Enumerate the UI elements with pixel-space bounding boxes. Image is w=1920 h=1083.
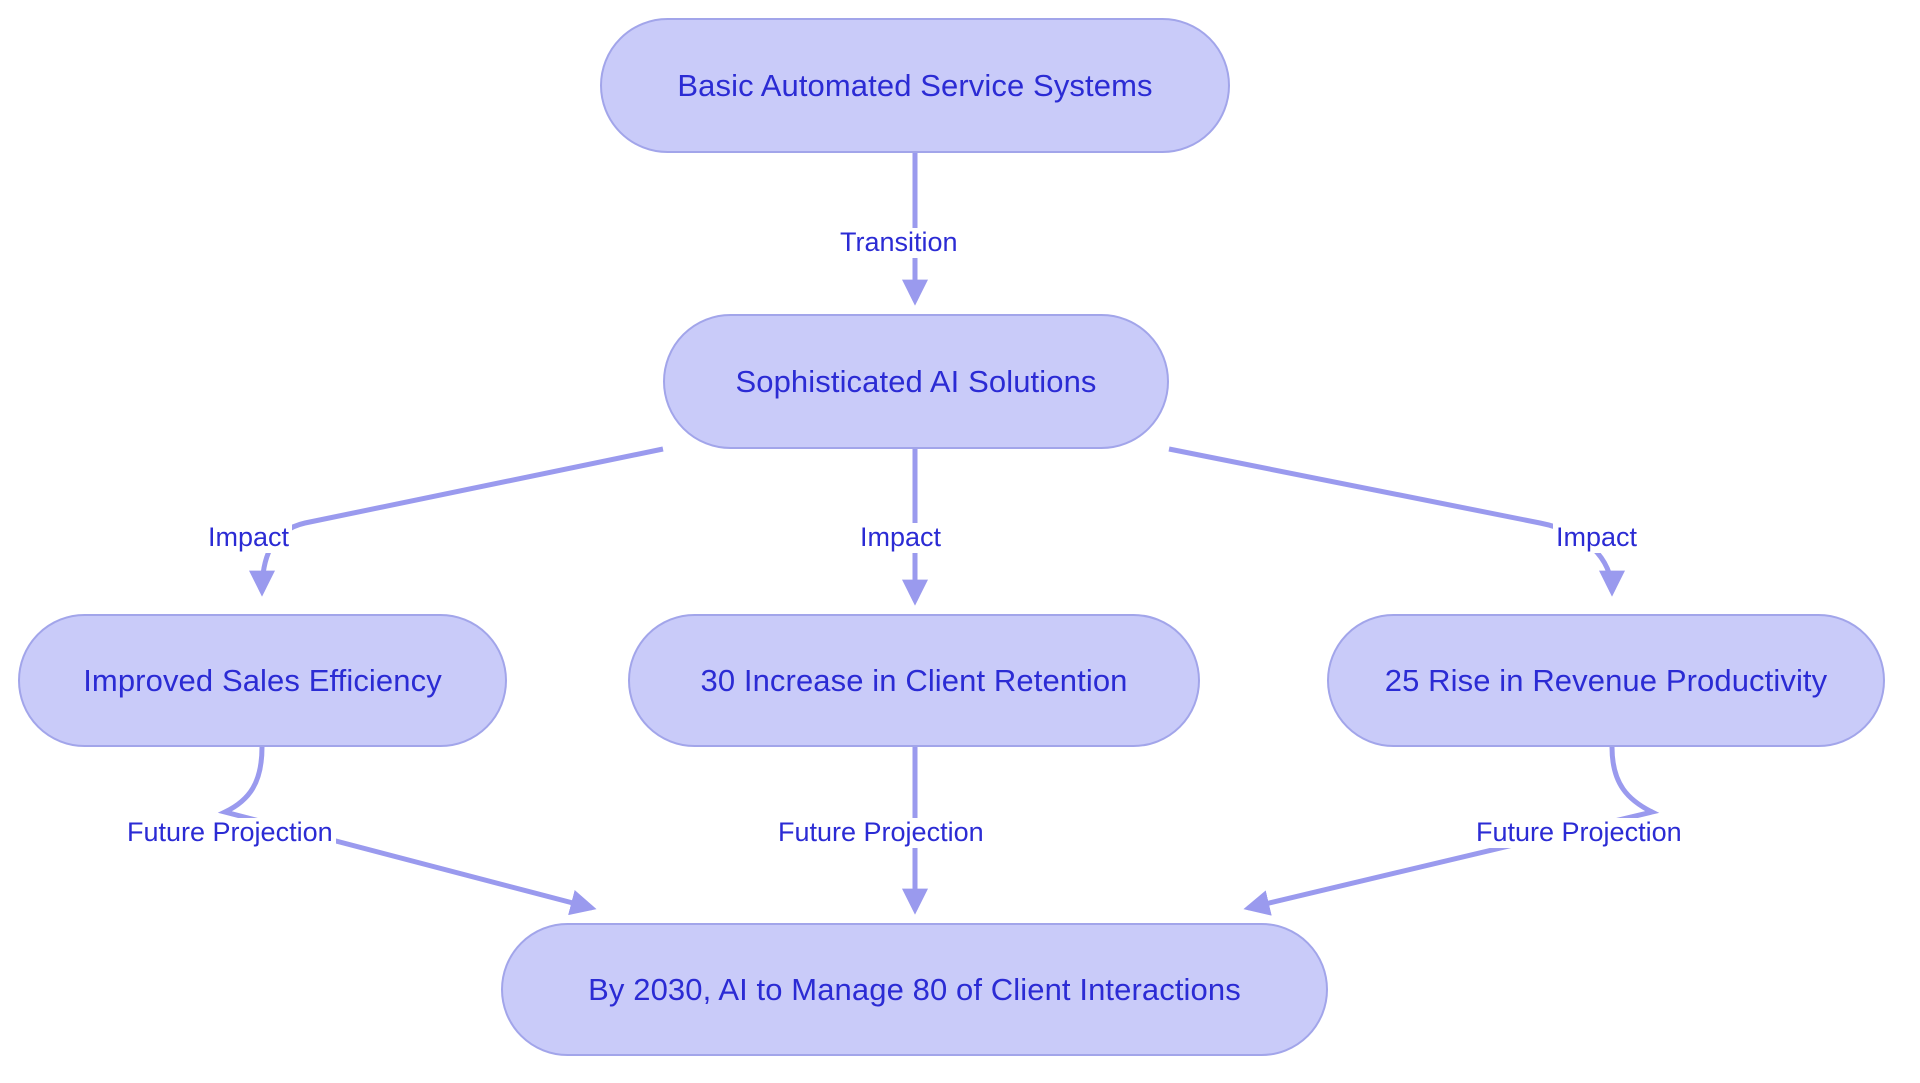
edge-label-future-projection-right: Future Projection xyxy=(1473,817,1685,848)
node-label: 30 Increase in Client Retention xyxy=(700,662,1128,698)
edge-future-left xyxy=(217,746,597,916)
edge-future-right xyxy=(1243,746,1660,916)
node-by-2030-ai-to-manage-client-interactions[interactable]: By 2030, AI to Manage 80 of Client Inter… xyxy=(501,923,1328,1056)
edge-label-future-projection-center: Future Projection xyxy=(775,817,987,848)
edge-label-future-projection-left: Future Projection xyxy=(124,817,336,848)
node-label: By 2030, AI to Manage 80 of Client Inter… xyxy=(588,971,1241,1007)
node-improved-sales-efficiency[interactable]: Improved Sales Efficiency xyxy=(18,614,507,747)
edge-label-impact-left: Impact xyxy=(205,522,293,553)
node-label: Basic Automated Service Systems xyxy=(677,67,1153,103)
node-basic-automated-service-systems[interactable]: Basic Automated Service Systems xyxy=(600,18,1230,153)
node-label: Improved Sales Efficiency xyxy=(83,662,442,698)
node-rise-in-revenue-productivity[interactable]: 25 Rise in Revenue Productivity xyxy=(1327,614,1885,747)
edge-impact-right xyxy=(1168,446,1625,597)
edge-label-transition: Transition xyxy=(837,227,961,258)
node-label: 25 Rise in Revenue Productivity xyxy=(1384,662,1828,698)
edge-impact-left xyxy=(249,446,664,597)
edge-label-impact-right: Impact xyxy=(1553,522,1641,553)
node-label: Sophisticated AI Solutions xyxy=(735,363,1097,399)
node-sophisticated-ai-solutions[interactable]: Sophisticated AI Solutions xyxy=(663,314,1169,449)
node-increase-in-client-retention[interactable]: 30 Increase in Client Retention xyxy=(628,614,1200,747)
edge-label-impact-center: Impact xyxy=(857,522,945,553)
